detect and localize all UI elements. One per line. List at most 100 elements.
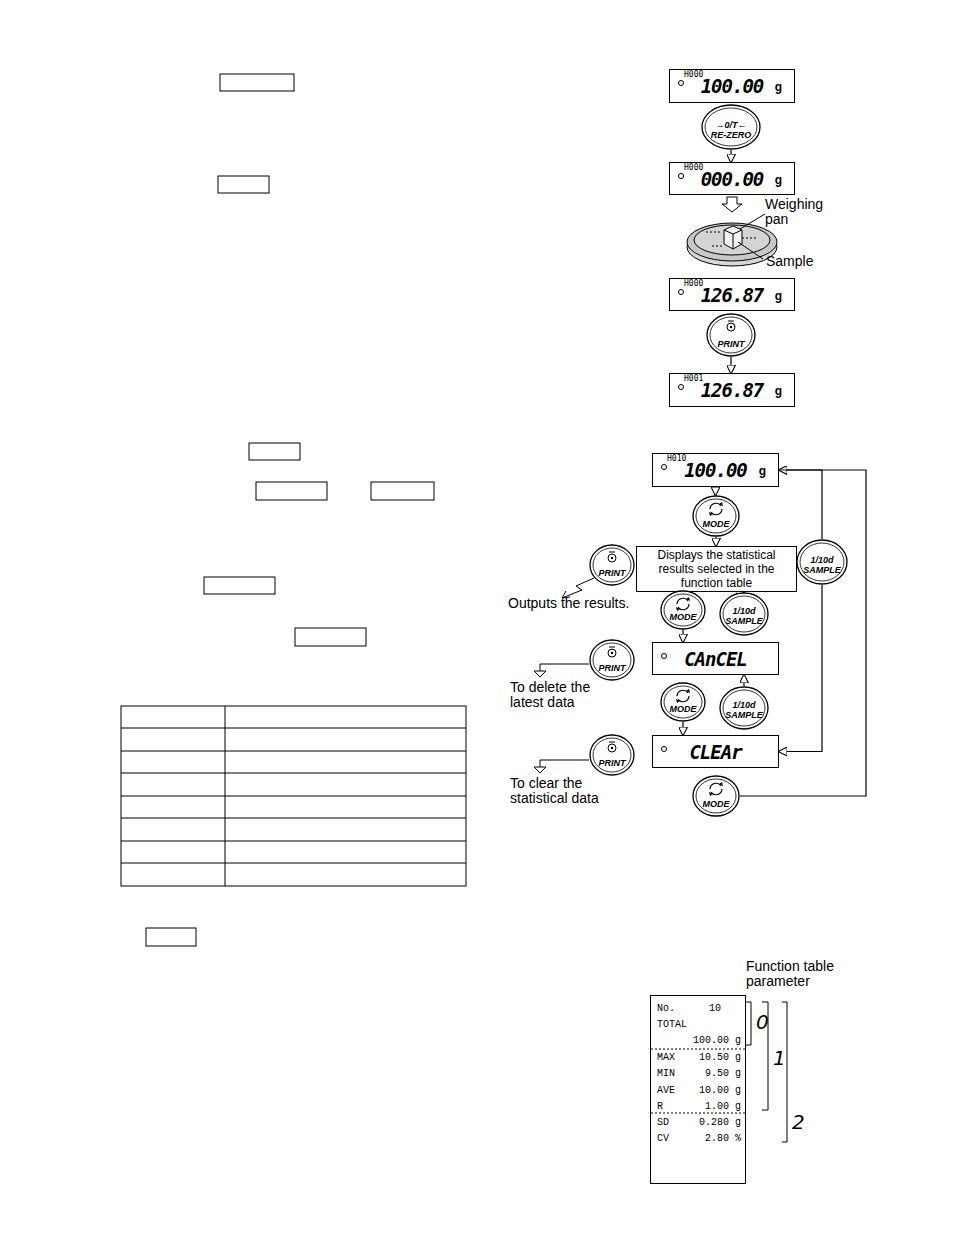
annotation: Sample xyxy=(766,254,826,269)
display-panel: H001126.87 g xyxy=(669,373,795,407)
display-panel: H000100.00 g xyxy=(669,69,795,103)
button-outline xyxy=(589,734,635,776)
flow-arrow xyxy=(730,150,731,162)
printout-item: R xyxy=(657,1101,663,1113)
stable-mark xyxy=(676,382,688,394)
button-outline xyxy=(706,313,756,357)
parameter-number: 0 xyxy=(756,1010,770,1034)
key-label: 1/10d xyxy=(810,555,833,565)
key-button: PRINT xyxy=(589,734,635,776)
annotation: Function table parameter xyxy=(746,959,856,989)
hollow-arrow xyxy=(722,197,742,212)
key-button: MODE xyxy=(692,775,740,817)
key-label: →0/T← xyxy=(715,120,746,130)
button-outline xyxy=(660,590,706,630)
key-label: PRINT xyxy=(599,568,626,578)
annotation: To clear the statistical data xyxy=(510,776,610,806)
separator xyxy=(651,1113,745,1114)
key-label: SAMPLE xyxy=(725,616,763,626)
key-button: MODE xyxy=(660,590,706,630)
printout-value: 10.00 g xyxy=(699,1085,741,1097)
printout-item: No. xyxy=(657,1003,675,1015)
annotation: To delete the latest data xyxy=(510,680,618,710)
printout-value: 9.50 g xyxy=(705,1068,741,1080)
readout-value: 100.00 xyxy=(684,459,747,481)
key-box xyxy=(204,577,275,594)
leader-line xyxy=(740,214,765,229)
key-box xyxy=(371,482,434,500)
printout-item: AVE xyxy=(657,1085,675,1097)
stable-mark xyxy=(659,744,671,756)
button-outline xyxy=(660,682,706,722)
data-number: H000 xyxy=(684,279,703,288)
key-label: MODE xyxy=(670,704,697,714)
key-label: MODE xyxy=(703,799,730,809)
stable-mark xyxy=(659,651,671,663)
data-number: H001 xyxy=(684,374,703,383)
annotation: Weighing pan xyxy=(765,197,837,227)
stable-mark xyxy=(659,462,671,474)
printout-value: 1.00 g xyxy=(705,1101,741,1113)
key-button: PRINT xyxy=(589,544,635,586)
key-box xyxy=(146,928,196,946)
output-arrow xyxy=(562,578,594,598)
display-panel: CLEAr xyxy=(652,735,779,768)
button-outline xyxy=(589,544,635,586)
hollow-arrow xyxy=(540,760,589,767)
hollow-arrow xyxy=(540,664,589,671)
flow-arrow xyxy=(715,487,716,495)
key-box xyxy=(295,628,366,646)
button-outline xyxy=(589,639,635,681)
printout-value: 100.00 g xyxy=(693,1035,741,1047)
key-button: MODE xyxy=(660,682,706,722)
readout-value: 126.87 xyxy=(701,284,764,306)
flow-arrow xyxy=(779,585,822,752)
flow-arrow xyxy=(779,470,822,539)
key-label: PRINT xyxy=(599,663,626,673)
data-number: H010 xyxy=(667,454,686,463)
weighing-pan xyxy=(687,214,777,266)
readout-value: 126.87 xyxy=(701,379,764,401)
printout-item: MAX xyxy=(657,1052,675,1064)
key-button: 1/10dSAMPLE xyxy=(719,592,769,636)
flow-arrow xyxy=(715,537,716,546)
printout-item: SD xyxy=(657,1117,669,1129)
data-number: H000 xyxy=(684,70,703,79)
key-button: 1/10dSAMPLE xyxy=(796,539,848,585)
display-panel: CAnCEL xyxy=(652,642,779,675)
printout-value: 2.80 % xyxy=(705,1133,741,1145)
unit-symbol: g xyxy=(775,80,782,94)
printout-value: 0.280 g xyxy=(699,1117,741,1129)
parameter-number: 1 xyxy=(773,1046,787,1070)
flow-arrow xyxy=(743,675,744,686)
unit-symbol: g xyxy=(775,384,782,398)
empty-table xyxy=(121,706,466,886)
flow-arrow xyxy=(682,722,683,735)
key-button: PRINT xyxy=(589,639,635,681)
leader-line xyxy=(738,242,763,259)
result-text: Displays the statistical results selecte… xyxy=(640,548,793,590)
display-panel: H000000.00g xyxy=(669,162,795,195)
readout-value: CLEAr xyxy=(689,741,741,763)
readout-value: 100.00 xyxy=(701,75,764,97)
key-box xyxy=(218,176,269,193)
flow-arrow xyxy=(730,357,731,373)
key-button: 1/10dSAMPLE xyxy=(719,686,769,730)
key-label: SAMPLE xyxy=(725,710,763,720)
printout: No.10TOTAL100.00 gMAX10.50 gMIN9.50 gAVE… xyxy=(650,995,746,1184)
key-label: SAMPLE xyxy=(803,565,841,575)
key-label: MODE xyxy=(703,519,730,529)
flow-arrow xyxy=(682,630,683,642)
printout-value: 10 xyxy=(709,1003,721,1015)
key-label: PRINT xyxy=(599,758,626,768)
unit-symbol: g xyxy=(775,289,782,303)
key-label: PRINT xyxy=(718,339,745,349)
printout-item: CV xyxy=(657,1133,669,1145)
key-label: 1/10d xyxy=(732,700,755,710)
printout-value: 10.50 g xyxy=(699,1052,741,1064)
key-label: RE-ZERO xyxy=(711,130,752,140)
separator xyxy=(651,1049,745,1050)
stable-mark xyxy=(676,78,688,90)
printout-item: MIN xyxy=(657,1068,675,1080)
